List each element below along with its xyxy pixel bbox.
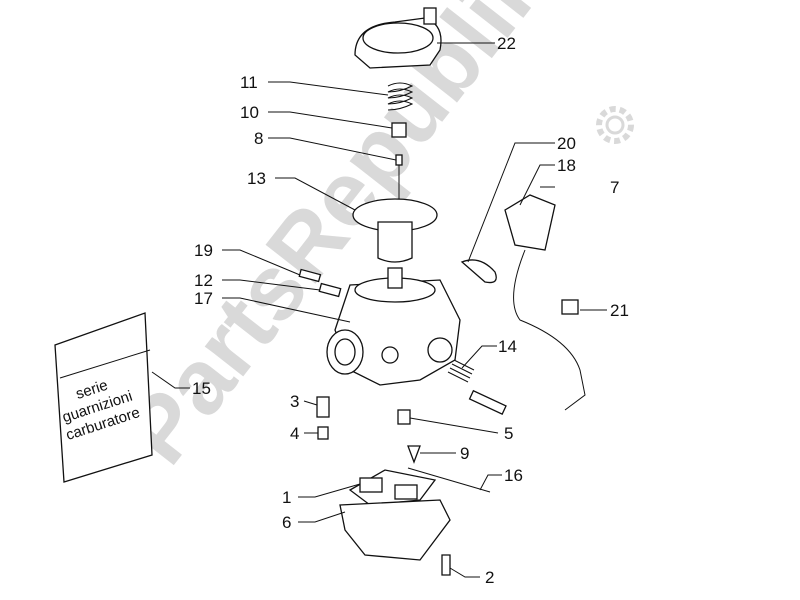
callout-18: 18 <box>557 156 576 175</box>
part-screw[interactable] <box>298 268 322 283</box>
part-carburetor-body[interactable] <box>326 267 461 386</box>
callout-13: 13 <box>247 169 266 188</box>
gasket-kit-bag[interactable]: serie guarnizioni carburatore <box>53 312 153 483</box>
part-spring[interactable] <box>387 82 414 111</box>
callout-22: 22 <box>497 34 516 53</box>
callout-3: 3 <box>290 392 299 411</box>
callout-12: 12 <box>194 271 213 290</box>
part-small-spring[interactable] <box>318 282 342 298</box>
callout-11: 11 <box>240 73 258 92</box>
callout-14: 14 <box>498 337 517 356</box>
part-float-needle[interactable] <box>407 445 421 464</box>
callout-10: 10 <box>240 103 259 122</box>
part-float[interactable] <box>348 469 437 506</box>
callout-7: 7 <box>610 178 619 197</box>
callout-21: 21 <box>610 301 629 320</box>
part-jet-4[interactable] <box>317 426 329 440</box>
part-jet-5[interactable] <box>397 409 411 425</box>
callout-8: 8 <box>254 129 263 148</box>
callout-9: 9 <box>460 444 469 463</box>
part-needle-clip[interactable] <box>391 122 407 138</box>
callout-16: 16 <box>504 466 523 485</box>
part-diaphragm[interactable] <box>352 198 438 263</box>
callout-17: 17 <box>194 289 213 308</box>
callout-4: 4 <box>290 424 299 443</box>
callout-15: 15 <box>192 379 211 398</box>
callout-5: 5 <box>504 424 513 443</box>
part-starter[interactable] <box>504 194 586 411</box>
part-bowl-screw[interactable] <box>441 554 451 576</box>
callout-20: 20 <box>557 134 576 153</box>
gear-icon <box>596 106 634 144</box>
part-idle-spring[interactable] <box>447 359 475 383</box>
part-idle-screw[interactable] <box>468 389 507 416</box>
part-float-bowl[interactable] <box>339 499 451 561</box>
part-float-pin[interactable] <box>407 467 491 493</box>
leader-lines <box>151 42 607 578</box>
part-gasket[interactable] <box>460 259 497 284</box>
part-jet-3[interactable] <box>316 396 330 418</box>
callout-2: 2 <box>485 568 494 587</box>
part-clip[interactable] <box>561 299 579 315</box>
callouts: 22 11 10 8 13 19 12 17 15 14 3 4 5 9 16 … <box>192 34 629 587</box>
callout-19: 19 <box>194 241 213 260</box>
callout-6: 6 <box>282 513 291 532</box>
callout-1: 1 <box>282 488 291 507</box>
part-cover[interactable] <box>354 7 442 69</box>
